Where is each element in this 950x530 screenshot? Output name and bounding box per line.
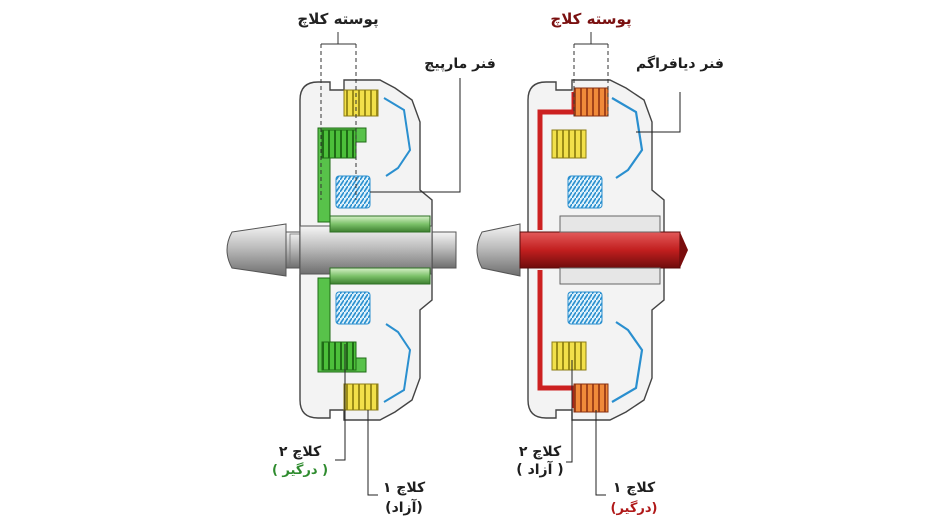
right-leaders xyxy=(566,92,681,496)
left-coil-spring-lower xyxy=(335,291,371,325)
right-housing-upper xyxy=(527,79,665,250)
right-input-shaft xyxy=(519,231,681,269)
right-housing-title: پوسته کلاچ xyxy=(550,10,631,29)
right-shaft-cone xyxy=(476,223,521,277)
left-clutch2-plates-upper xyxy=(321,129,357,159)
right-title-bracket xyxy=(573,32,609,116)
right-diaphragm-lower xyxy=(611,321,644,403)
left-lever-upper xyxy=(383,97,412,177)
right-hollow-shaft-top xyxy=(559,215,661,233)
left-housing-lower xyxy=(299,250,433,421)
left-lever-lower xyxy=(383,323,412,403)
right-spring-label: فنر دیافراگم xyxy=(636,55,724,72)
right-hollow-shaft-bottom xyxy=(559,267,661,285)
left-clutch2-state: ( درگیر ) xyxy=(272,462,328,478)
right-clutch2-label: کلاچ ۲ xyxy=(519,444,562,460)
right-clutch1-state: (درگیر) xyxy=(611,500,658,516)
left-spring-label: فنر مارپیچ xyxy=(424,56,496,72)
left-clutch1-plates-upper xyxy=(343,89,379,117)
left-clutch1-plates-lower xyxy=(343,383,379,411)
right-coil-spring-lower xyxy=(567,291,603,325)
left-clutch-assembly xyxy=(226,79,457,421)
left-housing-upper xyxy=(299,79,433,250)
right-clutch1-plates-lower xyxy=(573,383,609,413)
right-shaft-tip xyxy=(680,232,688,268)
left-clutch1-label: کلاچ ۱ xyxy=(383,480,426,496)
right-clutch1-label: کلاچ ۱ xyxy=(613,480,656,496)
left-clutch2-plates-lower xyxy=(321,341,357,371)
left-shaft-cone xyxy=(226,223,287,277)
left-housing-title: پوسته کلاچ xyxy=(297,10,378,29)
left-hollow-shaft-top-overlay xyxy=(329,215,431,233)
left-shaft-overlay xyxy=(299,225,433,275)
left-title-bracket xyxy=(320,32,357,200)
right-coil-spring-upper xyxy=(567,175,603,209)
right-clutch2-plates-upper xyxy=(551,129,587,159)
right-clutch2-plates-lower xyxy=(551,341,587,371)
right-diaphragm-upper xyxy=(611,97,644,179)
right-clutch1-plates-upper xyxy=(573,87,609,117)
right-clutch2-state: ( آزاد ) xyxy=(516,460,563,478)
left-leaders xyxy=(335,78,461,496)
left-clutch1-state: (آزاد) xyxy=(385,498,423,516)
right-housing-lower xyxy=(527,250,665,421)
right-clutch-assembly xyxy=(476,79,688,421)
left-coil-spring-upper xyxy=(335,175,371,209)
left-clutch2-label: کلاچ ۲ xyxy=(279,444,322,460)
left-hollow-shaft-bottom-overlay xyxy=(329,267,431,285)
